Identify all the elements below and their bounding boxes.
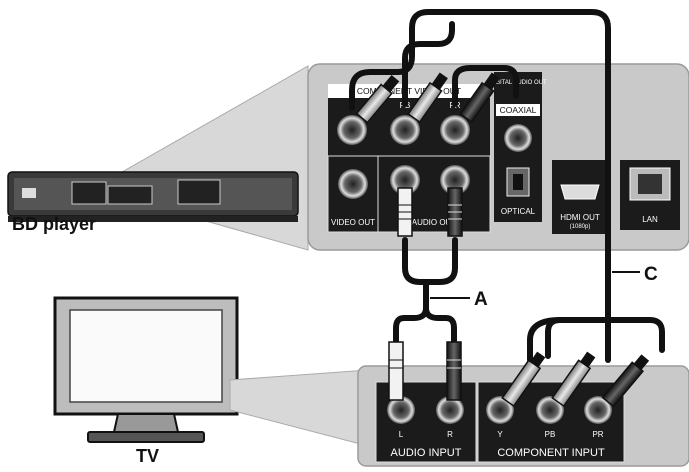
tv-component-y-jack bbox=[486, 396, 514, 424]
lan-label: LAN bbox=[642, 215, 658, 224]
cable-c-y-wire bbox=[349, 9, 611, 299]
tv-screen bbox=[69, 309, 223, 403]
plug-audio-l-player bbox=[397, 187, 413, 237]
tv-input-panel: L R Y PB PR AUDIO INPUT COMPONENT INPUT bbox=[357, 365, 689, 467]
bd-player-base bbox=[8, 216, 298, 222]
component-video-out-label: COMPONENT VIDEO OUT bbox=[357, 86, 461, 96]
coaxial-header bbox=[496, 104, 540, 116]
tv-component-pb-jack bbox=[536, 396, 564, 424]
optical-label: OPTICAL bbox=[501, 207, 536, 216]
tv-audio-l-label: L bbox=[399, 430, 404, 439]
tv-audio-l-jack bbox=[387, 396, 415, 424]
tv-component-pr-jack bbox=[584, 396, 612, 424]
plug-component-y-player bbox=[355, 74, 400, 124]
cable-a bbox=[393, 237, 458, 345]
plug-component-y-tv bbox=[501, 351, 546, 408]
bd-player-jack-cluster-3 bbox=[177, 179, 221, 205]
zoom-callout bbox=[107, 65, 309, 251]
component-pb-jack bbox=[390, 115, 420, 145]
cable-a-r-wire-bottom bbox=[423, 305, 457, 345]
cable-a-l-wire-bottom bbox=[393, 293, 429, 345]
coaxial-label: COAXIAL bbox=[500, 105, 537, 115]
bd-player: BD player bbox=[7, 171, 299, 234]
plug-component-pr-tv bbox=[601, 354, 650, 408]
bd-player-power-inlet bbox=[22, 188, 36, 198]
cable-c-y-branch bbox=[527, 317, 563, 363]
component-pr-jack bbox=[440, 115, 470, 145]
component-input-label: COMPONENT INPUT bbox=[497, 447, 605, 459]
plug-audio-r-tv bbox=[446, 341, 462, 401]
coaxial-jack bbox=[504, 124, 532, 152]
bd-player-back bbox=[14, 178, 292, 210]
component-video-out-header bbox=[328, 84, 490, 98]
cable-c-pr-wire bbox=[452, 65, 519, 107]
tv-zoom-callout bbox=[229, 369, 369, 447]
cable-c-pr-branch bbox=[605, 317, 665, 353]
audio-input-label: AUDIO INPUT bbox=[391, 447, 462, 459]
video-out-jack bbox=[338, 169, 368, 199]
bd-player-jack-cluster-2 bbox=[107, 185, 153, 205]
audio-out-block bbox=[377, 155, 491, 233]
lan-port-inner bbox=[638, 174, 662, 194]
tv-audio-r-jack bbox=[436, 396, 464, 424]
tv-label: TV bbox=[136, 446, 159, 466]
tv-stand-neck bbox=[112, 413, 180, 433]
cable-a-label: A bbox=[474, 289, 488, 310]
cable-c bbox=[349, 9, 665, 363]
tv-component-y-label: Y bbox=[497, 430, 503, 439]
plug-audio-r-player bbox=[447, 187, 463, 237]
cable-c-pb-wire bbox=[402, 21, 455, 107]
video-out-label: VIDEO OUT bbox=[331, 218, 375, 227]
bd-player-jack-cluster-1 bbox=[71, 181, 107, 205]
cable-a-r-wire-top bbox=[423, 237, 458, 285]
tv-audio-r-label: R bbox=[447, 430, 453, 439]
optical-port-inner bbox=[513, 174, 523, 190]
cable-a-l-wire-top bbox=[402, 237, 429, 299]
tv: TV bbox=[53, 296, 369, 466]
cable-c-label: C bbox=[644, 264, 658, 285]
plug-component-pr-player bbox=[459, 72, 500, 124]
plug-component-pb-tv bbox=[551, 351, 596, 408]
tv-stand-base bbox=[87, 431, 205, 443]
hdmi-port bbox=[560, 184, 600, 200]
plug-audio-l-tv bbox=[388, 341, 404, 401]
tv-component-pr-label: PR bbox=[592, 430, 603, 439]
hdmi-out-label: HDMI OUT bbox=[560, 213, 600, 222]
plug-component-pb-player bbox=[407, 72, 448, 124]
cable-c-pb-branch bbox=[545, 293, 611, 359]
bd-player-label: BD player bbox=[12, 214, 96, 234]
audio-out-label: AUDIO OUT bbox=[412, 218, 457, 227]
component-y-jack bbox=[337, 115, 367, 145]
hdmi-res-label: (1080p) bbox=[570, 224, 591, 230]
tv-component-pb-label: PB bbox=[545, 430, 556, 439]
